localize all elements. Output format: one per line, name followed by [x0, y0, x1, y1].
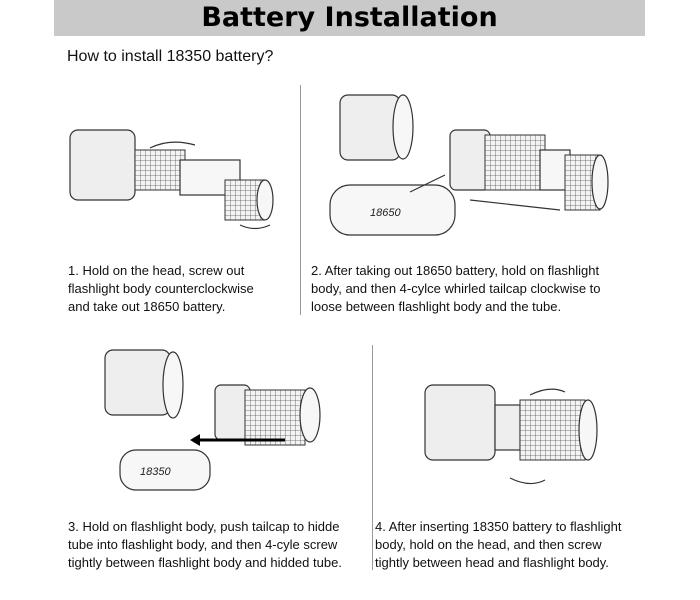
step2-flashlight-illustration: 18650 [329, 94, 609, 236]
step-2-text: 2. After taking out 18650 battery, hold … [311, 263, 601, 314]
step1-flashlight-illustration [69, 129, 274, 230]
step-4-text: 4. After inserting 18350 battery to flas… [375, 519, 622, 570]
page-title: Battery Installation [201, 2, 498, 33]
divider-top [300, 85, 301, 315]
title-bar: Battery Installation [54, 0, 645, 36]
subtitle: How to install 18350 battery? [67, 48, 274, 65]
battery-label-18350: 18350 [140, 466, 171, 478]
step3-flashlight-illustration: 18350 [104, 349, 321, 491]
battery-label-18650: 18650 [370, 207, 401, 219]
step-3-text: 3. Hold on flashlight body, push tailcap… [68, 519, 342, 570]
step4-flashlight-illustration [424, 384, 598, 485]
step-1-text: 1. Hold on the head, screw out flashligh… [68, 263, 254, 314]
divider-bottom [372, 345, 373, 570]
